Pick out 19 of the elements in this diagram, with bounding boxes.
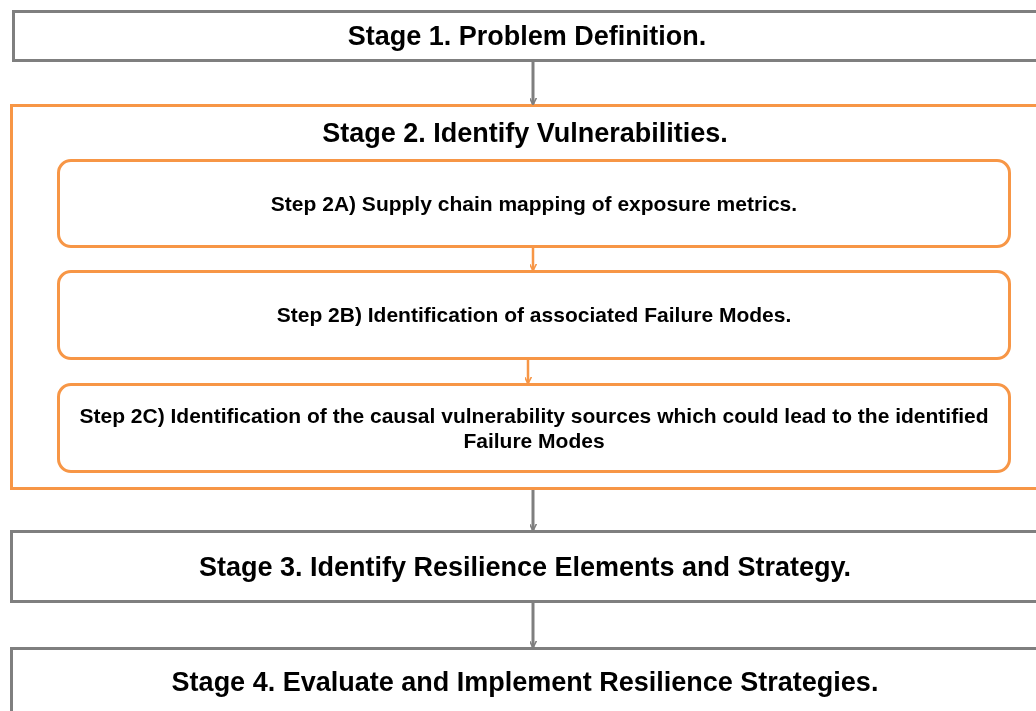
stage-heading: Stage 2. Identify Vulnerabilities. xyxy=(321,117,729,150)
step-label: Step 2A) Supply chain mapping of exposure metrics. xyxy=(269,190,799,217)
step-label: Step 2B) Identification of associated Failure Modes. xyxy=(275,302,793,328)
step-box xyxy=(57,270,1011,360)
stage-box xyxy=(10,647,1036,711)
stage-label: Stage 3. Identify Resilience Elements and Strategy. xyxy=(197,550,853,583)
stage-box xyxy=(12,10,1036,62)
stage-label: Stage 4. Evaluate and Implement Resilience Strategies. xyxy=(170,666,880,699)
arrow xyxy=(528,490,538,532)
stage-group-box xyxy=(10,104,1036,490)
stage-label: Stage 1. Problem Definition. xyxy=(346,19,708,53)
arrow xyxy=(528,248,538,272)
arrow xyxy=(528,603,538,649)
step-box xyxy=(57,383,1011,473)
stage-box xyxy=(10,530,1036,603)
arrow xyxy=(523,360,533,385)
step-box xyxy=(57,159,1011,248)
step-label: Step 2C) Identification of the causal vulnerability sources which could lead to the identified Failure Modes xyxy=(78,402,990,454)
arrow xyxy=(528,62,538,106)
